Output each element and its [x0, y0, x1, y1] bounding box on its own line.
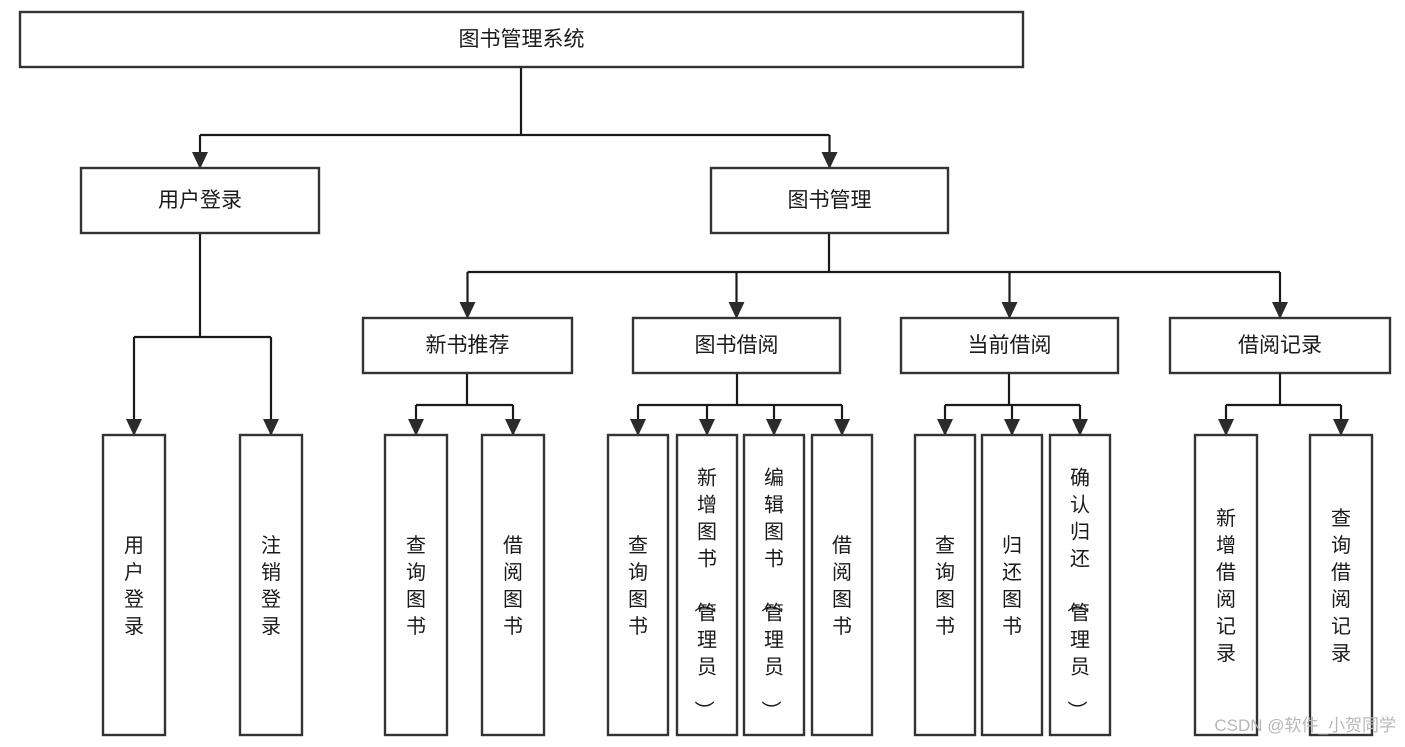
node-label-book-borrow: 图书借阅: [695, 334, 779, 357]
node-current-borrow[interactable]: 当前借阅: [899, 316, 1120, 375]
node-box-leaf-query-borrow-record[interactable]: [1308, 433, 1374, 737]
node-box-leaf-borrow-book-recommend[interactable]: [480, 433, 546, 737]
node-label-borrow-record: 借阅记录: [1238, 334, 1322, 357]
node-leaf-add-book[interactable]: 新增图书（管理员）: [675, 433, 739, 737]
node-box-new-book-recommend[interactable]: [361, 316, 574, 375]
node-label-leaf-query-book-recommend: 查询图书: [406, 534, 426, 638]
node-box-leaf-add-book[interactable]: [675, 433, 739, 737]
arrow-head: [766, 419, 782, 436]
arrow-head: [630, 419, 646, 436]
node-label-new-book-recommend: 新书推荐: [426, 334, 510, 357]
csdn-watermark: CSDN @软件_小贺同学: [1214, 716, 1396, 735]
arrow-head: [1001, 302, 1018, 319]
node-borrow-record[interactable]: 借阅记录: [1168, 316, 1392, 375]
node-label-leaf-user-login: 用户登录: [124, 535, 144, 638]
connector-layer: [126, 67, 1349, 436]
node-label-leaf-add-book: 新增图书（管理员）: [692, 467, 717, 721]
arrow-head: [1218, 419, 1234, 436]
conn-userlogin-split: [126, 233, 279, 436]
node-leaf-return-book[interactable]: 归还图书: [980, 433, 1044, 737]
node-box-book-borrow[interactable]: [631, 316, 842, 375]
node-box-leaf-borrow-book[interactable]: [810, 433, 874, 737]
conn-record-split: [1218, 373, 1349, 436]
node-box-leaf-query-book-recommend[interactable]: [383, 433, 449, 737]
node-label-leaf-confirm-return: 确认归还（管理员）: [1065, 467, 1090, 721]
node-layer: 图书管理系统用户登录图书管理新书推荐图书借阅当前借阅借阅记录用户登录注销登录查询…: [18, 10, 1392, 737]
node-user-login[interactable]: 用户登录: [79, 166, 321, 235]
arrow-head: [699, 419, 715, 436]
node-box-leaf-edit-book[interactable]: [742, 433, 806, 737]
arrow-head: [1072, 419, 1088, 436]
node-leaf-confirm-return[interactable]: 确认归还（管理员）: [1048, 433, 1112, 737]
node-label-leaf-borrow-book-recommend: 借阅图书: [503, 534, 523, 638]
arrow-head: [263, 419, 279, 436]
node-box-current-borrow[interactable]: [899, 316, 1120, 375]
node-box-leaf-confirm-return[interactable]: [1048, 433, 1112, 737]
arrow-head: [1004, 419, 1020, 436]
arrow-head: [728, 302, 745, 319]
node-label-leaf-return-book: 归还图书: [1002, 534, 1022, 638]
node-box-leaf-return-book[interactable]: [980, 433, 1044, 737]
node-label-user-login: 用户登录: [158, 189, 242, 212]
node-label-leaf-edit-book: 编辑图书（管理员）: [759, 467, 784, 721]
node-leaf-borrow-book[interactable]: 借阅图书: [810, 433, 874, 737]
node-new-book-recommend[interactable]: 新书推荐: [361, 316, 574, 375]
arrow-head: [834, 419, 850, 436]
conn-current-split: [937, 373, 1088, 436]
conn-borrow-split: [630, 373, 850, 436]
conn-root-split: [192, 67, 838, 169]
node-box-leaf-user-login[interactable]: [101, 433, 167, 737]
node-leaf-user-login[interactable]: 用户登录: [101, 433, 167, 737]
arrow-head: [505, 419, 521, 436]
arrow-head: [408, 419, 424, 436]
node-leaf-add-borrow-record[interactable]: 新增借阅记录: [1193, 433, 1259, 737]
node-box-leaf-logout[interactable]: [238, 433, 304, 737]
node-label-leaf-logout: 注销登录: [261, 534, 281, 638]
node-label-leaf-borrow-book: 借阅图书: [832, 534, 852, 638]
arrow-head: [821, 152, 838, 169]
node-box-leaf-add-borrow-record[interactable]: [1193, 433, 1259, 737]
node-box-user-login[interactable]: [79, 166, 321, 235]
node-box-leaf-query-book-current[interactable]: [913, 433, 977, 737]
node-leaf-query-book-recommend[interactable]: 查询图书: [383, 433, 449, 737]
node-root[interactable]: 图书管理系统: [18, 10, 1025, 69]
arrow-head: [1333, 419, 1349, 436]
node-box-borrow-record[interactable]: [1168, 316, 1392, 375]
node-book-manage[interactable]: 图书管理: [709, 166, 950, 235]
node-leaf-borrow-book-recommend[interactable]: 借阅图书: [480, 433, 546, 737]
node-label-current-borrow: 当前借阅: [968, 334, 1052, 357]
node-label-leaf-query-borrow-record: 查询借阅记录: [1331, 507, 1351, 665]
arrow-head: [126, 419, 142, 436]
conn-bookmanage-split: [459, 233, 1288, 319]
node-leaf-query-borrow-record[interactable]: 查询借阅记录: [1308, 433, 1374, 737]
arrow-head: [937, 419, 953, 436]
node-label-root: 图书管理系统: [459, 28, 585, 51]
node-leaf-logout[interactable]: 注销登录: [238, 433, 304, 737]
node-leaf-edit-book[interactable]: 编辑图书（管理员）: [742, 433, 806, 737]
node-label-leaf-query-book-current: 查询图书: [935, 534, 955, 638]
arrow-head: [459, 302, 476, 319]
node-leaf-query-book-current[interactable]: 查询图书: [913, 433, 977, 737]
node-label-leaf-query-book-borrow: 查询图书: [628, 534, 648, 638]
node-book-borrow[interactable]: 图书借阅: [631, 316, 842, 375]
arrow-head: [192, 152, 208, 169]
node-label-leaf-add-borrow-record: 新增借阅记录: [1216, 507, 1236, 665]
node-box-root[interactable]: [18, 10, 1025, 69]
node-label-book-manage: 图书管理: [788, 189, 872, 212]
node-box-book-manage[interactable]: [709, 166, 950, 235]
conn-recommend-split: [408, 373, 521, 436]
node-box-leaf-query-book-borrow[interactable]: [606, 433, 670, 737]
arrow-head: [1272, 302, 1288, 319]
node-leaf-query-book-borrow[interactable]: 查询图书: [606, 433, 670, 737]
